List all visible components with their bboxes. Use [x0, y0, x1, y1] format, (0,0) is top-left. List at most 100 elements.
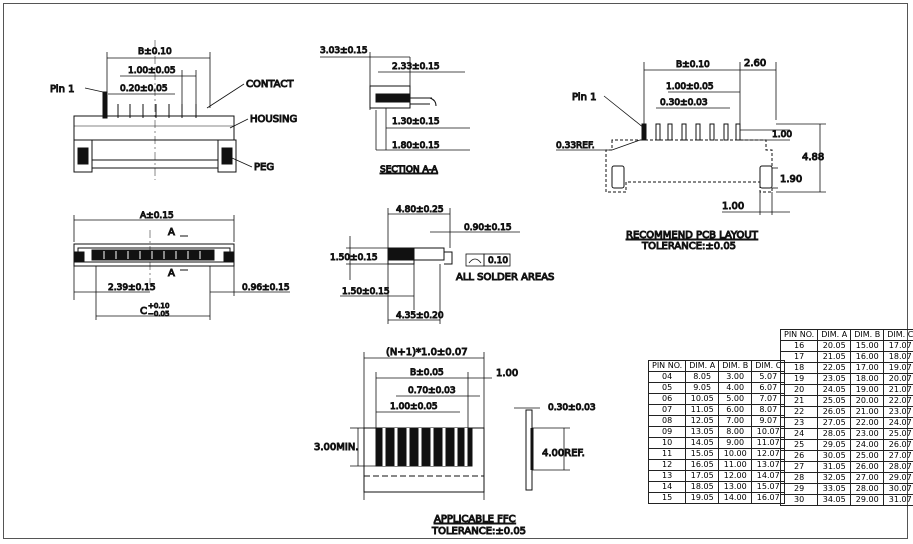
table-cell: 23	[779, 417, 819, 429]
side-view: 4.80±0.25 0.90±0.15 1.50±0.15 1.50±0.15 …	[330, 205, 555, 324]
bottom-c-tol-minus: −0.05	[148, 310, 169, 318]
pcb-dim-488: 4.88	[802, 152, 824, 163]
housing-label: HOUSING	[250, 114, 297, 125]
table-cell: 27.07	[883, 450, 913, 462]
table-cell: 8.05	[685, 371, 720, 383]
table-cell: 26.07	[883, 439, 913, 451]
table-cell: 18.05	[685, 481, 720, 493]
table-cell: 20.05	[817, 340, 852, 352]
table-cell: 12.00	[718, 470, 753, 482]
peg-label: PEG	[254, 162, 274, 173]
table-right-header-pin: PIN NO.	[779, 329, 819, 341]
table-cell: 10	[647, 437, 687, 449]
table-cell: 29.07	[883, 472, 913, 484]
pcb-ref-label: 0.33REF.	[556, 141, 595, 151]
section-dim-233: 2.33±0.15	[392, 62, 440, 72]
table-cell: 14.00	[718, 492, 753, 504]
section-view: 3.03±0.15 2.33±0.15 1.30±0.15 1.80±0.15 …	[320, 46, 470, 176]
table-cell: 17.05	[685, 470, 720, 482]
table-cell: 28	[779, 472, 819, 484]
table-cell: 34.05	[817, 494, 852, 506]
bottom-a-dim: A±0.15	[140, 211, 174, 221]
ffc-width-dim: 0.70±0.03	[408, 386, 456, 396]
table-cell: 14.05	[685, 437, 720, 449]
table-cell: 22.05	[817, 362, 852, 374]
table-cell: 16.07	[751, 492, 786, 504]
table-cell: 29.05	[817, 439, 852, 451]
ffc-tolerance: TOLERANCE:±0.05	[431, 526, 526, 537]
table-cell: 12.05	[685, 415, 720, 427]
table-cell: 6.00	[718, 404, 753, 416]
table-cell: 26	[779, 450, 819, 462]
ffc-total-dim: (N+1)*1.0±0.07	[386, 347, 468, 358]
table-cell: 30.05	[817, 450, 852, 462]
table-cell: 27.00	[850, 472, 885, 484]
table-cell: 19.00	[850, 384, 885, 396]
table-cell: 23.07	[883, 406, 913, 418]
table-cell: 25	[779, 439, 819, 451]
table-cell: 18.00	[850, 373, 885, 385]
table-cell: 22	[779, 406, 819, 418]
section-dim-180: 1.80±0.15	[392, 141, 440, 151]
table-cell: 22.00	[850, 417, 885, 429]
table-cell: 21.00	[850, 406, 885, 418]
ffc-ref-dim: 4.00REF.	[542, 448, 585, 459]
section-a-top: A	[168, 227, 175, 238]
table-cell: 11	[647, 448, 687, 460]
table-cell: 10.05	[685, 393, 720, 405]
table-cell: 11.05	[685, 404, 720, 416]
pin1-label: Pin 1	[50, 84, 74, 95]
table-cell: 27.05	[817, 417, 852, 429]
table-cell: 16.05	[685, 459, 720, 471]
pcb-title: RECOMMEND PCB LAYOUT	[626, 230, 759, 241]
table-cell: 09	[647, 426, 687, 438]
table-cell: 23.05	[817, 373, 852, 385]
table-left-header-b: DIM. B	[718, 360, 753, 372]
flatness-value: 0.10	[488, 256, 508, 266]
pcb-dim-100-right: 1.00	[772, 130, 792, 140]
pcb-pad-dim: 0.30±0.03	[660, 98, 708, 108]
table-cell: 25.05	[817, 395, 852, 407]
bottom-dim-096: 0.96±0.15	[242, 283, 290, 293]
table-cell: 31.05	[817, 461, 852, 473]
pcb-pitch-dim: 1.00±0.05	[666, 82, 714, 92]
table-cell: 15.00	[850, 340, 885, 352]
table-cell: 15.05	[685, 448, 720, 460]
table-cell: 24.07	[883, 417, 913, 429]
table-cell: 26.00	[850, 461, 885, 473]
table-cell: 20.07	[883, 373, 913, 385]
pcb-layout-view: B±0.10 2.60 1.00±0.05 0.30±0.03 Pin 1 1.…	[556, 58, 826, 253]
table-cell: 25.07	[883, 428, 913, 440]
solder-areas-label: ALL SOLDER AREAS	[456, 272, 554, 283]
table-cell: 9.05	[685, 382, 720, 394]
pitch-dim-label: 1.00±0.05	[128, 66, 176, 76]
side-dim-435: 4.35±0.20	[396, 311, 444, 321]
table-cell: 30	[779, 494, 819, 506]
table-cell: 07	[647, 404, 687, 416]
table-cell: 9.00	[718, 437, 753, 449]
table-cell: 13.05	[685, 426, 720, 438]
table-right-header-c: DIM. C	[883, 329, 913, 341]
section-dim-303: 3.03±0.15	[320, 46, 368, 56]
pin-width-dim-label: 0.20±0.05	[120, 84, 168, 94]
side-dim-480: 4.80±0.25	[396, 205, 444, 215]
table-cell: 06	[647, 393, 687, 405]
table-cell: 29.00	[850, 494, 885, 506]
ffc-pitch-dim: 1.00±0.05	[390, 402, 438, 412]
